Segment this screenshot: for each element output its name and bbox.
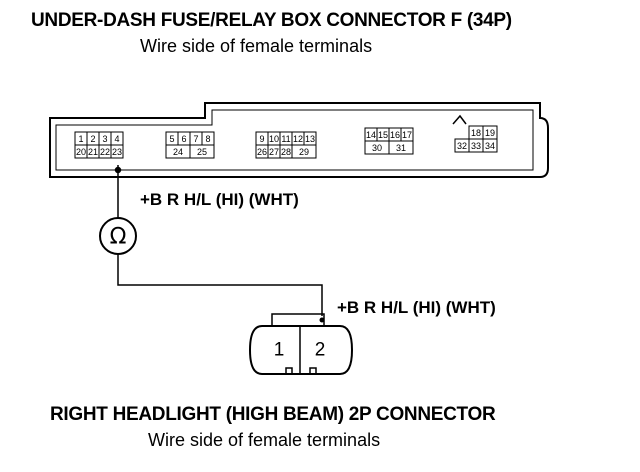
pin-label-18: 18 (471, 128, 481, 138)
headlight-pin-2: 2 (315, 340, 326, 361)
pin-label-27: 27 (269, 147, 279, 157)
pin-label-11: 11 (281, 134, 290, 144)
headlight-connector-title: RIGHT HEADLIGHT (HIGH BEAM) 2P CONNECTOR (50, 404, 496, 425)
pin-label-12: 12 (293, 134, 303, 144)
fuse-box-wire-label: +B R H/L (HI) (WHT) (140, 190, 299, 209)
ohmmeter-symbol: Ω (99, 217, 137, 255)
pin-cell-34 (482, 138, 498, 153)
pin-label-32: 32 (457, 141, 467, 151)
pin-label-13: 13 (305, 134, 315, 144)
pin-cell-29 (291, 144, 317, 159)
pin-label-16: 16 (390, 130, 400, 140)
pin-label-31: 31 (396, 143, 406, 153)
pin-label-33: 33 (471, 141, 481, 151)
pin-label-8: 8 (205, 134, 210, 144)
pin-label-9: 9 (259, 134, 264, 144)
pin-label-2: 2 (90, 134, 95, 144)
test-lead-upper (114, 165, 122, 220)
headlight-wire-label: +B R H/L (HI) (WHT) (337, 298, 496, 317)
pin-label-7: 7 (193, 134, 198, 144)
pin-cell-31 (388, 140, 414, 155)
pin-label-20: 20 (76, 147, 86, 157)
headlight-connector (248, 313, 354, 375)
pin-label-23: 23 (112, 147, 122, 157)
pin-cell-23 (110, 144, 124, 159)
pin-label-15: 15 (378, 130, 388, 140)
pin-label-25: 25 (197, 147, 207, 157)
test-lead-lower (117, 254, 323, 316)
fuse-box-connector-title: UNDER-DASH FUSE/RELAY BOX CONNECTOR F (3… (31, 10, 512, 31)
pin-label-14: 14 (366, 130, 376, 140)
pin-label-28: 28 (281, 147, 291, 157)
headlight-pin-1: 1 (274, 340, 285, 361)
pin-label-4: 4 (114, 134, 119, 144)
fuse-box-connector-subtitle: Wire side of female terminals (140, 36, 373, 56)
pin-label-30: 30 (372, 143, 382, 153)
fuse-box-connector (49, 102, 549, 178)
pin-label-3: 3 (102, 134, 107, 144)
pin-cell-25 (189, 144, 215, 159)
probe-dot-pin-22 (114, 166, 122, 174)
pin-label-22: 22 (100, 147, 110, 157)
pin-label-17: 17 (402, 130, 412, 140)
connector-lock-tab (452, 114, 467, 125)
ohm-symbol: Ω (110, 225, 127, 250)
pin-label-1: 1 (78, 134, 83, 144)
pin-label-19: 19 (485, 128, 495, 138)
probe-dot-headlight-pin-2 (319, 317, 325, 323)
headlight-connector-subtitle: Wire side of female terminals (148, 430, 381, 450)
pin-label-24: 24 (173, 147, 183, 157)
pin-label-26: 26 (257, 147, 267, 157)
pin-label-5: 5 (169, 134, 174, 144)
pin-label-29: 29 (299, 147, 309, 157)
pin-label-10: 10 (269, 134, 279, 144)
pin-label-34: 34 (485, 141, 495, 151)
pin-label-21: 21 (88, 147, 98, 157)
pin-label-6: 6 (181, 134, 186, 144)
